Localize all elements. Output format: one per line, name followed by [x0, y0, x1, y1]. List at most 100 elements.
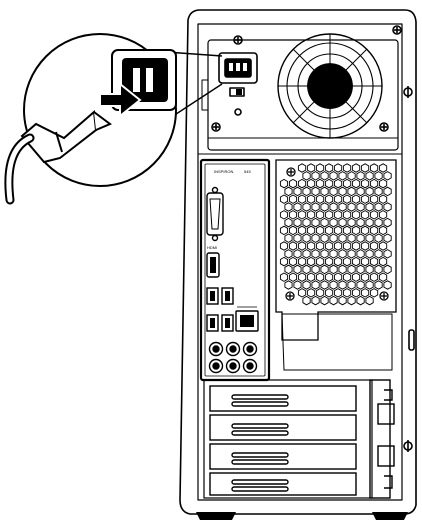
vent-hole	[356, 233, 365, 243]
usb-port[interactable]	[221, 287, 234, 305]
vent-hole	[356, 186, 365, 197]
vent-hole	[311, 171, 320, 181]
vent-hole	[288, 194, 298, 204]
vent-hole	[311, 202, 320, 212]
audio-jack[interactable]	[242, 358, 258, 374]
vent-hole	[369, 256, 379, 267]
vent-hole	[338, 264, 347, 275]
slot-bracket	[369, 379, 391, 499]
vent-hole	[347, 171, 356, 181]
vent-hole	[383, 264, 392, 275]
vent-hole	[369, 163, 379, 173]
vent-hole	[329, 217, 338, 228]
vent-hole	[338, 217, 347, 228]
power-cable	[4, 133, 35, 205]
vent-screw	[286, 167, 296, 177]
vent-hole	[378, 194, 388, 204]
vent-hole	[347, 186, 356, 197]
audio-jack[interactable]	[225, 358, 241, 374]
vent-hole	[374, 280, 383, 290]
usb-port[interactable]	[221, 314, 234, 332]
vent-hole	[342, 225, 352, 236]
audio-jack[interactable]	[225, 341, 241, 357]
vent-hole	[293, 202, 302, 212]
vent-hole	[284, 280, 293, 290]
vent-hole	[311, 233, 320, 243]
vent-hole	[378, 225, 388, 236]
ethernet-port[interactable]	[235, 310, 259, 332]
vent-hole	[342, 288, 352, 298]
hdmi-port[interactable]	[206, 252, 220, 278]
vent-hole	[360, 194, 370, 204]
vent-hole	[306, 272, 316, 282]
vent-hole	[333, 272, 343, 282]
expansion-slot-cover	[209, 385, 357, 412]
vent-hole	[329, 295, 338, 306]
usb-port[interactable]	[206, 314, 219, 332]
vent-hole	[288, 272, 298, 282]
audio-jack[interactable]	[208, 341, 224, 357]
tower-foot	[196, 512, 236, 520]
model-label: 545	[244, 169, 251, 174]
usb-port[interactable]	[206, 287, 219, 305]
vent-hole	[306, 163, 316, 173]
vent-hole	[342, 194, 352, 204]
back-panel	[197, 23, 403, 501]
vent-hole	[279, 241, 289, 251]
vent-hole	[351, 210, 361, 220]
vent-hole	[383, 186, 392, 197]
psu-screw	[211, 122, 221, 132]
tower-foot	[372, 512, 408, 520]
psu-led	[234, 108, 242, 116]
vent-area	[275, 159, 397, 371]
psu-screw	[392, 25, 402, 35]
vent-hole	[306, 225, 316, 236]
vent-hole	[324, 194, 334, 204]
vent-hole	[333, 178, 343, 189]
audio-jack[interactable]	[208, 358, 224, 374]
vent-hole	[360, 163, 370, 173]
zoomed-power-socket	[111, 49, 177, 111]
voltage-switch[interactable]	[229, 87, 245, 97]
power-socket[interactable]	[218, 52, 258, 84]
vent-hole	[311, 186, 320, 197]
vent-hole	[329, 186, 338, 197]
vent-hole	[279, 178, 289, 189]
vent-hole	[356, 202, 365, 212]
vent-hole	[360, 225, 370, 236]
vent-hole	[338, 295, 347, 306]
vent-hole	[365, 280, 374, 290]
vent-hole	[383, 249, 392, 259]
vent-hole	[311, 217, 320, 228]
vent-hole	[369, 241, 379, 251]
vent-hole	[284, 186, 293, 197]
io-panel: INSPIRON 545 HDMI	[199, 158, 271, 382]
vent-hole	[329, 264, 338, 275]
expansion-slot-cover	[209, 472, 357, 496]
vent-hole	[324, 272, 334, 282]
vent-hole	[320, 249, 329, 259]
vent-hole	[297, 163, 307, 173]
vent-hole	[279, 194, 289, 204]
psu-screw	[379, 122, 389, 132]
vent-hole	[378, 163, 388, 173]
vent-hole	[351, 256, 361, 267]
vent-hole	[324, 288, 334, 298]
vent-hole	[374, 249, 383, 259]
psu-fan	[277, 33, 383, 139]
vent-hole	[293, 186, 302, 197]
audio-jack[interactable]	[242, 341, 258, 357]
vent-hole	[297, 194, 307, 204]
vent-hole	[374, 217, 383, 228]
vent-hole	[356, 217, 365, 228]
vent-hole	[338, 202, 347, 212]
psu-screw	[233, 35, 243, 45]
vent-hole	[324, 256, 334, 267]
vent-hole	[351, 272, 361, 282]
vent-hole	[311, 249, 320, 259]
chassis-outline	[179, 9, 417, 515]
vent-hole	[320, 186, 329, 197]
vga-port[interactable]	[206, 186, 224, 242]
vent-hole	[284, 233, 293, 243]
latch	[408, 329, 415, 351]
